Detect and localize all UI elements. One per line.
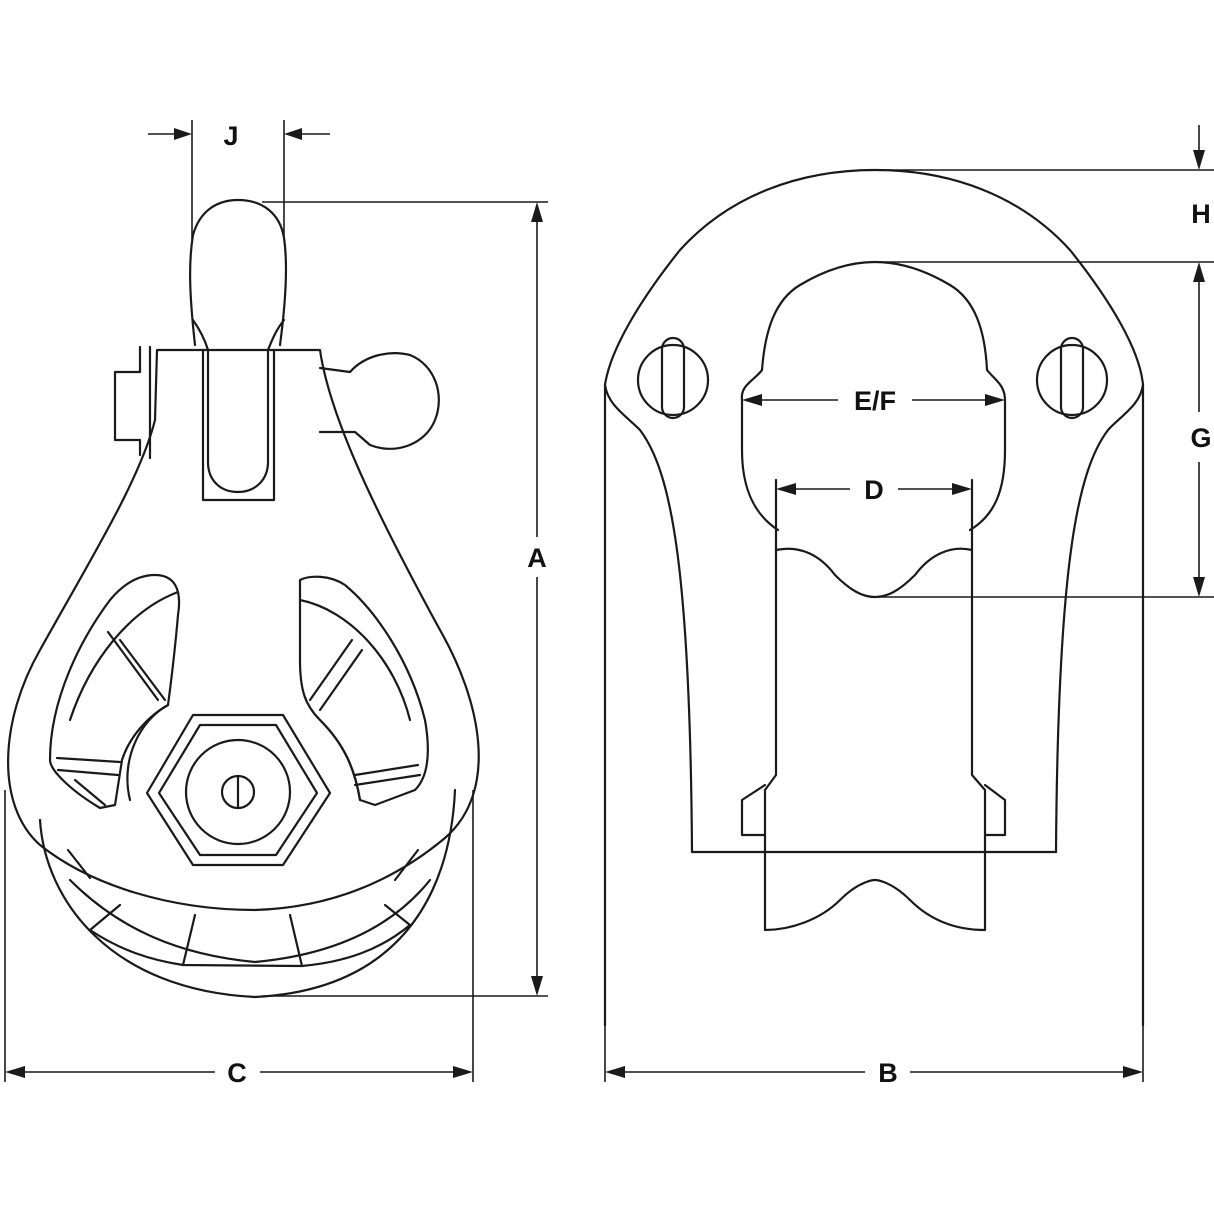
right-frame-pin xyxy=(1035,336,1109,420)
sheave xyxy=(38,788,457,999)
dimension-h: H xyxy=(880,125,1214,263)
dimension-j: J xyxy=(148,120,330,240)
dimension-d: D xyxy=(776,475,972,505)
left-frame-pin xyxy=(636,336,710,420)
dimensions: J A C B xyxy=(4,120,1214,1088)
label-c: C xyxy=(227,1058,247,1088)
cheek-plate xyxy=(7,348,480,912)
inner-opening xyxy=(740,260,1007,532)
dimension-a: A xyxy=(262,201,548,997)
dimension-b: B xyxy=(604,1025,1144,1088)
swivel-eye xyxy=(189,198,288,347)
label-d: D xyxy=(864,475,884,505)
label-j: J xyxy=(223,121,238,151)
label-a: A xyxy=(527,543,547,573)
dimension-g: G xyxy=(878,262,1214,598)
dimension-ef: E/F xyxy=(742,386,1005,416)
dimension-c: C xyxy=(4,790,474,1088)
front-view xyxy=(603,168,1145,1027)
upper-right-window xyxy=(298,575,429,807)
side-view xyxy=(7,198,480,999)
side-pin xyxy=(113,345,440,460)
upper-left-window xyxy=(48,573,181,810)
hub-nut xyxy=(126,703,362,867)
sheave-edge xyxy=(763,478,987,932)
frame-outer xyxy=(603,168,1145,387)
label-g: G xyxy=(1190,423,1211,453)
label-h: H xyxy=(1191,199,1211,229)
label-ef: E/F xyxy=(854,386,896,416)
label-b: B xyxy=(878,1058,898,1088)
